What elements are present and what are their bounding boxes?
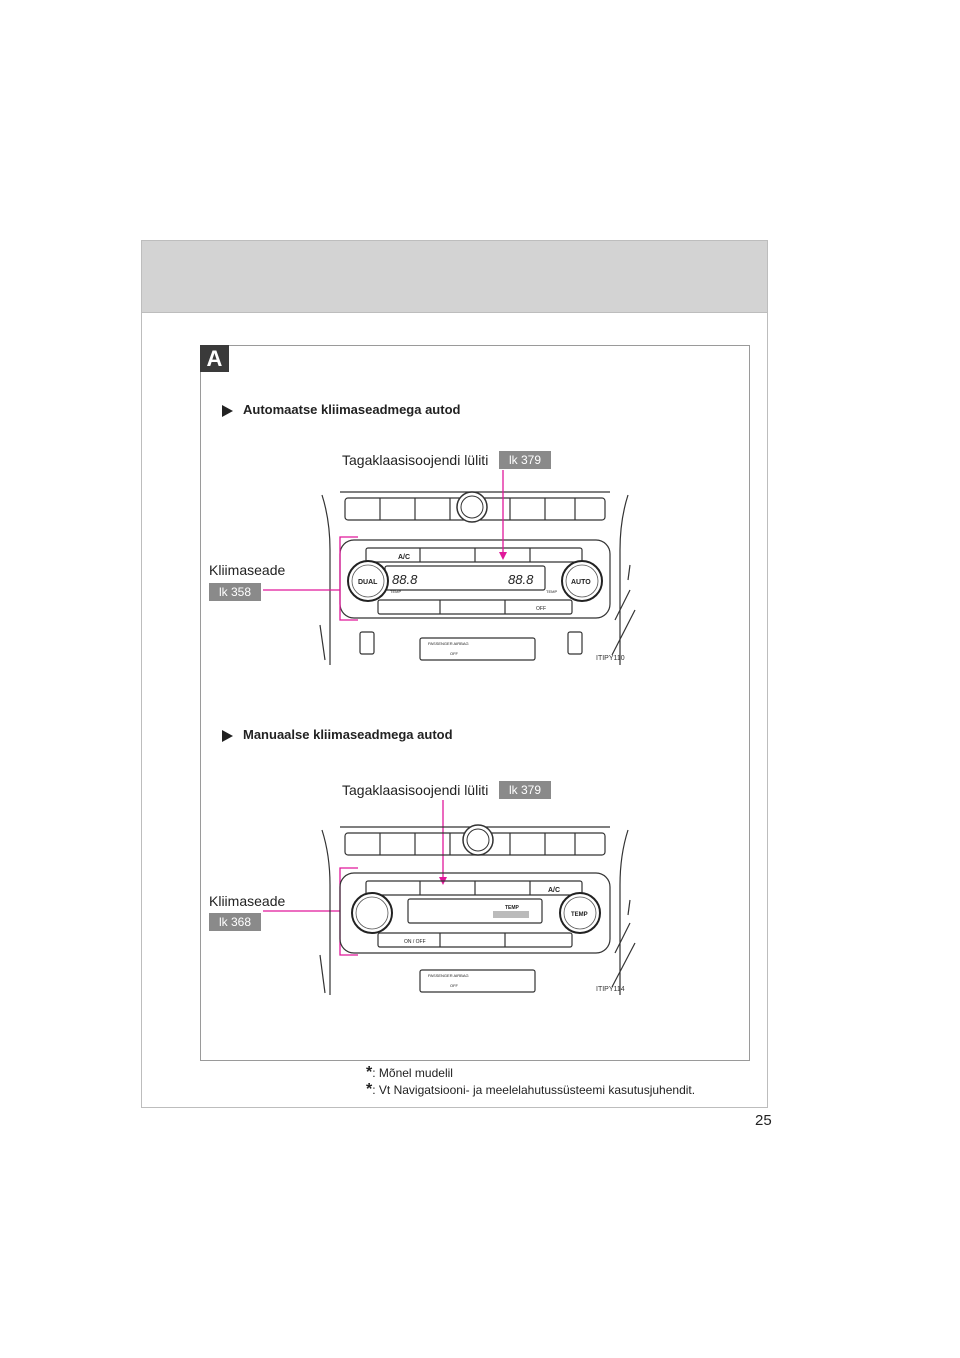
header-band bbox=[141, 240, 768, 313]
auto-climate-panel-illustration: A/C DUAL AUTO TEMP TEMP 88.8 88.8 OFF PA… bbox=[319, 491, 636, 665]
asterisk-icon: * bbox=[366, 1081, 373, 1098]
temp-display-left: 88.8 bbox=[392, 572, 418, 587]
temp-label-left: TEMP bbox=[390, 589, 401, 594]
airbag-title-manual: PASSENGER AIRBAG bbox=[428, 973, 469, 978]
page-number: 25 bbox=[755, 1112, 772, 1129]
ac-button-label: A/C bbox=[548, 887, 560, 894]
rear-defogger-label-manual: Tagaklaasisoojendi lüliti bbox=[342, 782, 489, 798]
climate-ref-manual[interactable]: lk 368 bbox=[209, 913, 262, 931]
figure-id-manual: ITIPY114 bbox=[596, 986, 625, 993]
airbag-title-auto: PASSENGER AIRBAG bbox=[428, 641, 469, 646]
section-badge: A bbox=[200, 345, 229, 372]
triangle-arrow-icon bbox=[222, 404, 233, 417]
fan-off-label: OFF bbox=[536, 606, 546, 612]
footnote-2: *: Vt Navigatsiooni- ja meelelahutussüst… bbox=[366, 1081, 696, 1098]
heading-manual: Manuaalse kliimaseadmega autod bbox=[222, 727, 453, 742]
airbag-off-manual: OFF bbox=[450, 983, 459, 988]
triangle-arrow-icon bbox=[222, 729, 233, 742]
temp-knob-label: TEMP bbox=[571, 912, 588, 918]
auto-button-label: AUTO bbox=[571, 579, 591, 586]
airbag-off-auto: OFF bbox=[450, 651, 459, 656]
temp-display-label: TEMP bbox=[505, 905, 520, 911]
ac-button-label: A/C bbox=[398, 554, 410, 561]
page-frame bbox=[141, 240, 768, 1108]
content-box bbox=[200, 345, 750, 1061]
temp-label-right: TEMP bbox=[546, 589, 557, 594]
asterisk-icon: * bbox=[366, 1064, 373, 1081]
climate-ref-auto[interactable]: lk 358 bbox=[209, 583, 262, 601]
manual-climate-panel-illustration: A/C TEMP TEMP ON / OFF PASSENGER AIRBAG … bbox=[319, 824, 636, 995]
rear-defogger-label-auto: Tagaklaasisoojendi lüliti bbox=[342, 452, 489, 468]
footnote-1: *: Mõnel mudelil bbox=[366, 1064, 453, 1081]
on-off-label: ON / OFF bbox=[404, 939, 426, 945]
rear-defogger-ref-manual[interactable]: lk 379 bbox=[499, 781, 552, 799]
temp-display-right: 88.8 bbox=[508, 572, 534, 587]
figure-id-auto: ITIPY110 bbox=[596, 655, 625, 662]
climate-label-manual: Kliimaseade bbox=[209, 893, 286, 909]
heading-auto: Automaatse kliimaseadmega autod bbox=[222, 402, 460, 417]
dual-button-label: DUAL bbox=[358, 579, 378, 586]
rear-defogger-ref-auto[interactable]: lk 379 bbox=[499, 451, 552, 469]
climate-label-auto: Kliimaseade bbox=[209, 562, 286, 578]
